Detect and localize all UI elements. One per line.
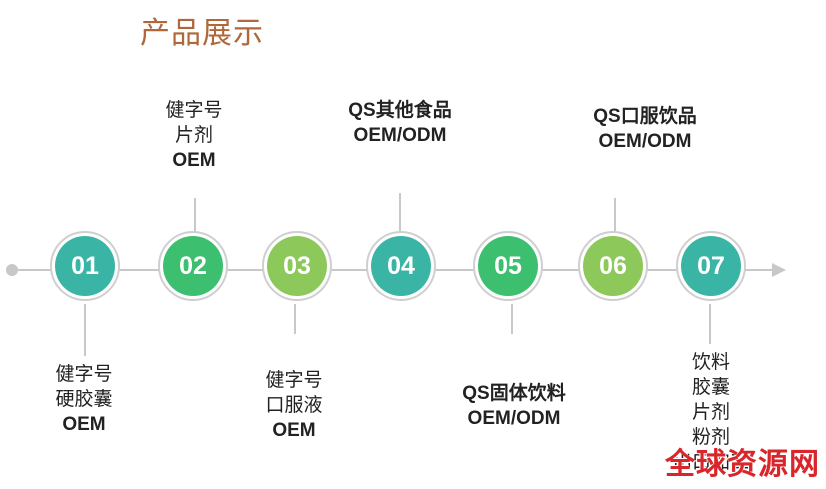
step-label-line: 健字号 — [55, 363, 113, 385]
step-node-01: 01 — [50, 231, 120, 301]
stem-01 — [84, 304, 86, 356]
step-label-line: 片剂 — [691, 401, 730, 423]
step-label-03: 健字号 口服液 OEM — [244, 368, 344, 443]
step-node-05: 05 — [473, 231, 543, 301]
step-number-04: 04 — [371, 236, 431, 296]
step-label-line: 饮料 — [691, 351, 730, 373]
step-label-02: 健字号 片剂 OEM — [144, 98, 244, 173]
step-label-line: 出口加工 — [672, 451, 749, 473]
step-label-line: OEM/ODM — [598, 131, 692, 152]
step-label-line: OEM/ODM — [353, 125, 447, 146]
step-label-line: QS其他食品 — [348, 100, 452, 121]
step-label-line: 健字号 — [165, 99, 223, 121]
timeline-arrow-icon — [772, 263, 786, 277]
stem-02 — [194, 198, 196, 234]
step-number-02: 02 — [163, 236, 223, 296]
step-node-04: 04 — [366, 231, 436, 301]
page-title: 产品展示 — [140, 16, 264, 51]
step-label-line: 粉剂 — [691, 426, 730, 448]
step-label-line: 胶囊 — [691, 376, 730, 398]
step-node-06: 06 — [578, 231, 648, 301]
watermark-logo: 全球资源网 — [665, 447, 820, 482]
step-label-line: OEM/ODM — [467, 408, 561, 429]
stem-05 — [511, 304, 513, 334]
stem-06 — [614, 198, 616, 234]
step-number-06: 06 — [583, 236, 643, 296]
step-label-05: QS固体饮料 OEM/ODM — [441, 381, 587, 431]
step-label-06: QS口服饮品 OEM/ODM — [572, 104, 718, 154]
stem-07 — [709, 304, 711, 344]
step-label-line: OEM — [172, 150, 216, 171]
step-label-line: 口服液 — [265, 394, 323, 416]
step-number-03: 03 — [267, 236, 327, 296]
step-number-05: 05 — [478, 236, 538, 296]
stem-04 — [399, 193, 401, 234]
step-label-04: QS其他食品 OEM/ODM — [330, 98, 470, 148]
step-number-07: 07 — [681, 236, 741, 296]
step-label-line: 片剂 — [174, 124, 213, 146]
step-node-02: 02 — [158, 231, 228, 301]
step-number-01: 01 — [55, 236, 115, 296]
step-label-01: 健字号 硬胶囊 OEM — [34, 362, 134, 437]
step-label-line: 硬胶囊 — [55, 388, 113, 410]
step-label-line: QS口服饮品 — [593, 106, 697, 127]
step-label-07: 饮料 胶囊 片剂 粉剂 出口加工 — [656, 350, 766, 475]
step-node-07: 07 — [676, 231, 746, 301]
step-label-line: OEM — [62, 414, 106, 435]
timeline-start-dot — [6, 264, 18, 276]
step-label-line: 健字号 — [265, 369, 323, 391]
step-label-line: OEM — [272, 420, 316, 441]
step-label-line: QS固体饮料 — [462, 383, 566, 404]
stem-03 — [294, 304, 296, 334]
step-node-03: 03 — [262, 231, 332, 301]
